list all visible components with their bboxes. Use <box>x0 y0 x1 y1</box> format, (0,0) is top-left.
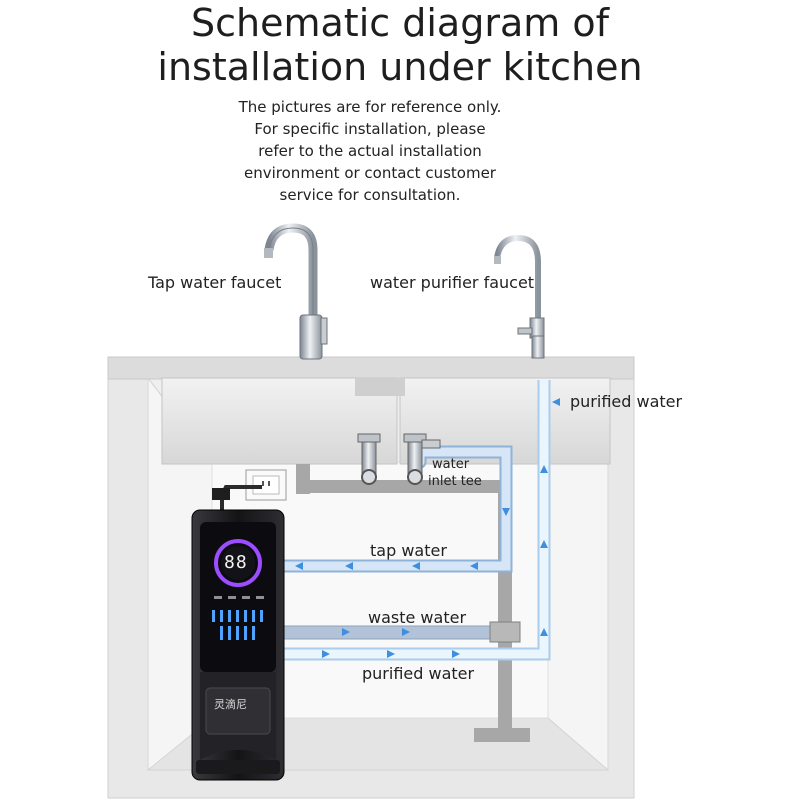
double-sink <box>161 377 611 465</box>
countertop <box>107 356 635 380</box>
flow-arrows <box>295 398 560 658</box>
purifier-faucet <box>494 234 545 359</box>
power-plug <box>212 488 230 500</box>
note-line: For specific installation, please <box>254 120 486 138</box>
note-line: refer to the actual installation <box>258 142 482 160</box>
purifier-faucet-label: water purifier faucet <box>370 273 535 292</box>
inlet-tee-valves <box>357 433 441 485</box>
status-indicators <box>212 610 263 640</box>
tap-water-faucet <box>264 223 328 360</box>
waste-water-pipe <box>281 621 521 643</box>
tap-water-faucet-label: Tap water faucet <box>148 273 282 292</box>
brand-logo: 灵滴尼 <box>214 698 247 711</box>
note-line: The pictures are for reference only. <box>238 98 502 116</box>
purified-water-top-label: purified water <box>570 392 683 411</box>
tap-water-label: tap water <box>370 541 447 560</box>
water-purifier-unit <box>191 509 285 781</box>
inlet-tee-label-line1: water <box>432 457 470 472</box>
reference-note: The pictures are for reference only. For… <box>200 96 540 206</box>
display-digits: 88 <box>224 552 248 573</box>
title-line-1: Schematic diagram of <box>191 1 609 45</box>
note-line: service for consultation. <box>279 186 461 204</box>
display-ring <box>214 539 262 587</box>
waste-water-label: waste water <box>368 608 467 627</box>
title-line-2: installation under kitchen <box>157 45 643 89</box>
inlet-tee-label-line2: inlet tee <box>428 474 482 489</box>
purified-water-bottom-label: purified water <box>362 664 475 683</box>
note-line: environment or contact customer <box>244 164 496 182</box>
